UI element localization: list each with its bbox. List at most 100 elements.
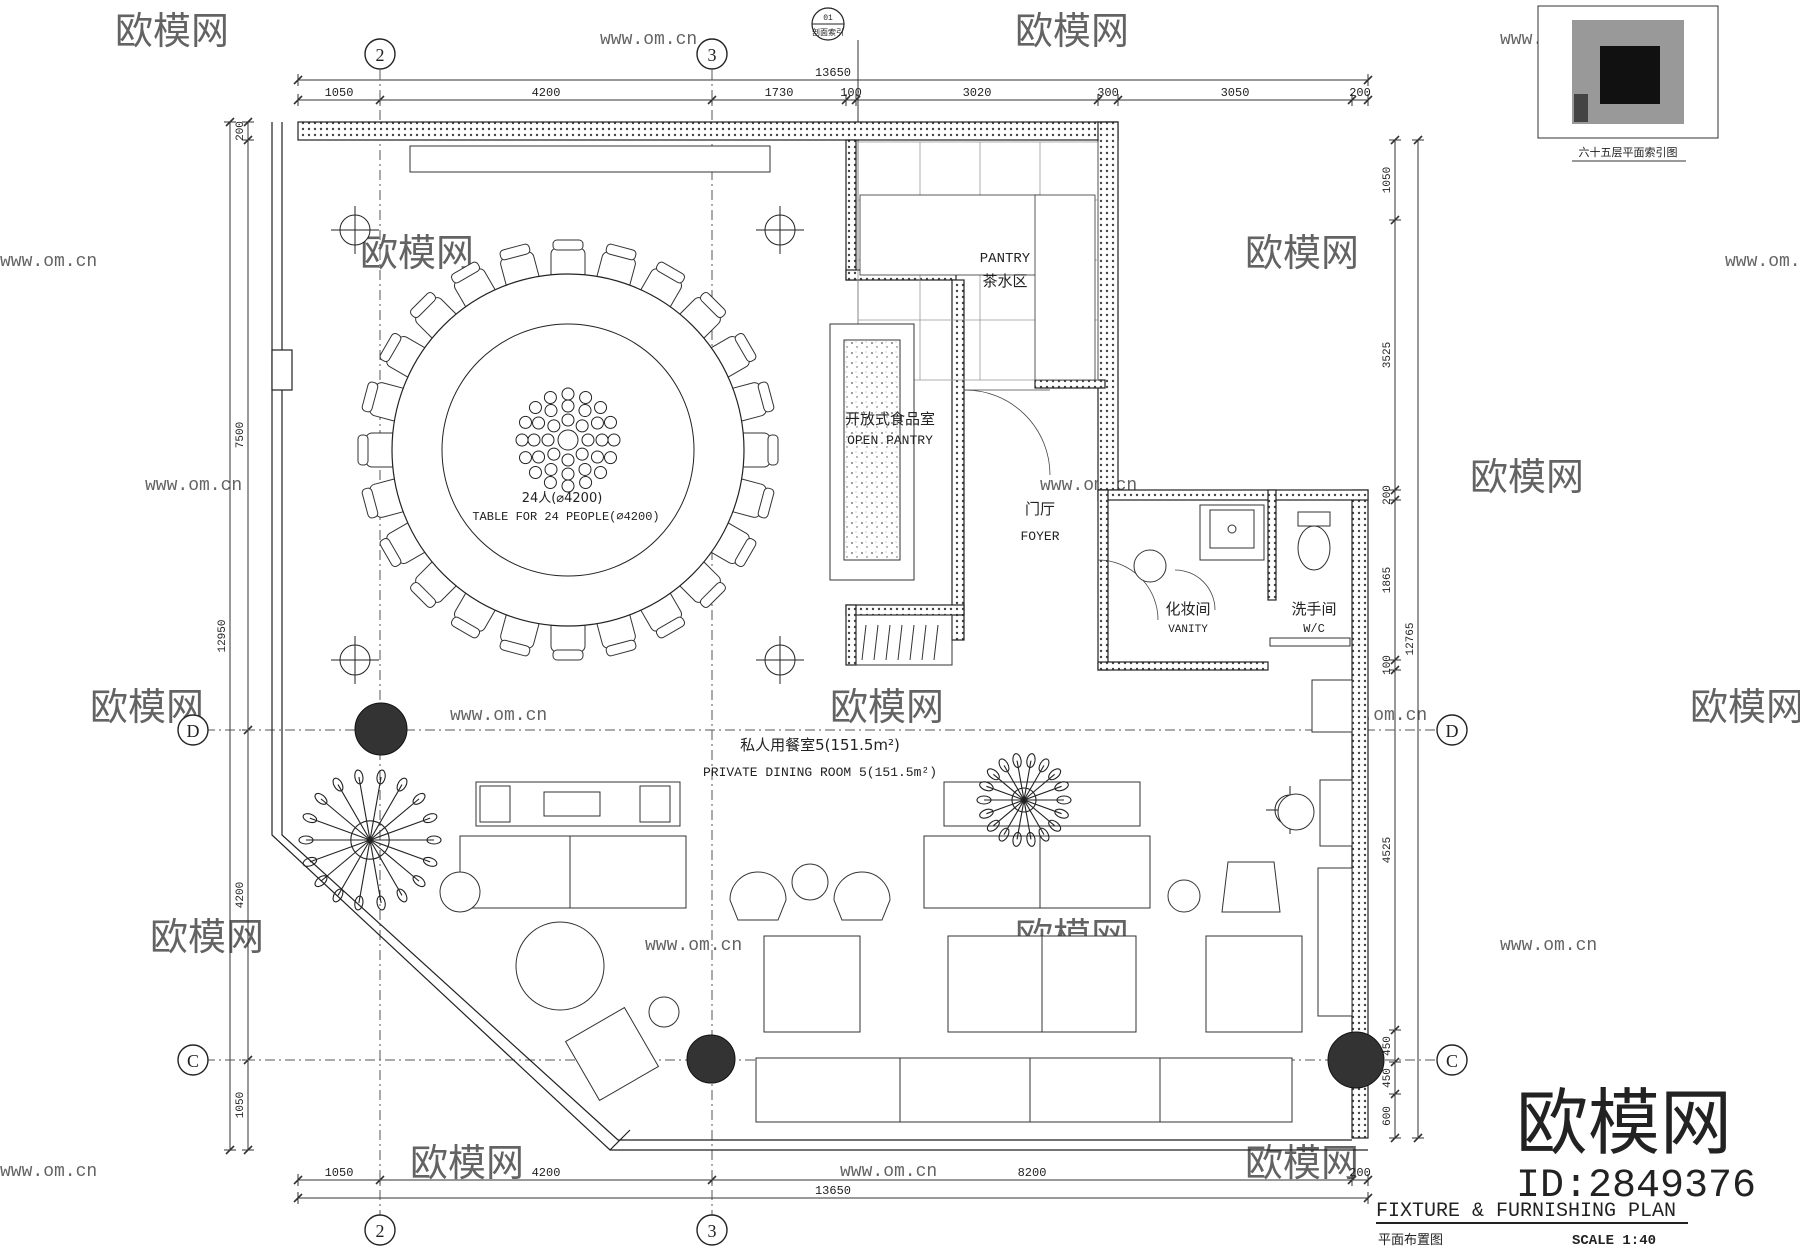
label-vanity-en: VANITY [1168,624,1208,636]
watermark-url: www.om.cn [0,252,97,272]
label-dining-en: PRIVATE DINING ROOM 5(151.5m²) [703,765,937,780]
dim-left-total-label: 12950 [217,619,229,652]
ceiling-light-icon [331,206,379,254]
dim-top-segments-label: 300 [1097,86,1119,100]
label-foyer-en: FOYER [1020,529,1059,544]
dim-top-segments: 1050 4200 1730 100 3020 300 3050 200 [293,86,1373,106]
dim-left-total: 12950 [217,117,236,1155]
title-block: FIXTURE & FURNISHING PLAN 平面布置图 SCALE 1:… [1376,1200,1688,1249]
dim-right-segments-label: 200 [1382,485,1394,505]
open-pantry-counter [829,323,915,581]
grid-label-left-upper: D [187,721,200,741]
grid-label-top-left: 2 [376,45,385,65]
grid-label-top-right: 3 [708,45,717,65]
dim-bottom-total: 13650 [293,1184,1373,1204]
key-plan: 六十五层平面索引图 [1537,5,1719,162]
dim-right-segments-label: 100 [1382,655,1394,675]
dim-right-segments-label: 600 [1382,1106,1394,1126]
dim-left-segments-label: 4200 [235,882,247,908]
label-open-pantry-cn: 开放式食品室 [845,410,935,428]
brand-logo-text: 欧模网 [1516,1081,1732,1165]
exterior-walls [271,121,1369,1151]
drawing-title-en: FIXTURE & FURNISHING PLAN [1376,1200,1676,1223]
dim-bottom-segments-label: 200 [1349,1166,1371,1180]
ceiling-light-icon [756,636,804,684]
label-pantry-cn: 茶水区 [982,272,1027,290]
dim-bottom-total-label: 13650 [815,1184,851,1198]
banquet-table [357,239,779,661]
dim-left-segments: 200 7500 4200 1050 [235,117,254,1155]
dim-right-segments-label: 4525 [1382,837,1394,863]
label-table-en: TABLE FOR 24 PEOPLE(⌀4200) [472,510,659,524]
watermark-text: 欧模网 [150,918,264,962]
watermark-url: www.om.cn [840,1162,937,1182]
dim-top-total-label: 13650 [815,66,851,80]
dim-right-segments-label: 1865 [1382,567,1394,593]
drawing-title-cn: 平面布置图 [1378,1233,1443,1248]
dim-top-segments-label: 1730 [765,86,794,100]
grid-label-left-lower: C [187,1051,199,1071]
watermark-url: www.om.cn [1500,936,1597,956]
watermark-text: 欧模网 [1470,458,1584,502]
watermark-text: 欧模网 [360,234,474,278]
grid-label-right-upper: D [1446,721,1459,741]
grid-label-right-lower: C [1446,1051,1458,1071]
plant-icon [976,753,1072,847]
ceiling-light-icon [331,636,379,684]
dim-right-total: 12765 [1405,135,1424,1143]
dim-top-segments-label: 100 [840,86,862,100]
dim-top-segments-label: 1050 [325,86,354,100]
dim-bottom-segments: 1050 4200 8200 200 [293,1166,1373,1186]
washroom-fixtures [1133,504,1351,647]
dim-bottom-segments-label: 8200 [1018,1166,1047,1180]
watermark-text: 欧模网 [115,12,229,56]
dim-bottom-segments-label: 1050 [325,1166,354,1180]
dimension-lines: 1050 4200 1730 100 3020 300 3050 200 13650 1050 42… [217,66,1424,1204]
watermark-text: 欧模网 [410,1144,524,1188]
grid-label-bottom-left: 2 [376,1221,385,1241]
door-swings [963,389,1216,621]
dim-right-segments-label: 3525 [1382,342,1394,368]
dim-left-segments-label: 200 [235,121,247,141]
dim-right-segments-label: 450 [1382,1036,1394,1056]
grid-bubbles [177,38,1468,1246]
brand-id-text: ID:2849376 [1516,1164,1756,1209]
dim-top-segments-label: 200 [1349,86,1371,100]
dim-left-segments-label: 1050 [235,1092,247,1118]
sideboard [409,145,771,173]
plant-icon [298,769,442,911]
watermark-text: 欧模网 [1245,1144,1359,1188]
watermark-url: www.om.cn [145,476,242,496]
label-open-pantry-en: OPEN PANTRY [847,433,933,448]
ceiling-light-icon [756,206,804,254]
label-vanity-cn: 化妆间 [1165,600,1210,618]
dim-top-segments-label: 3020 [963,86,992,100]
section-mark-number: 01 [823,14,833,23]
dim-left-segments-label: 7500 [235,422,247,448]
label-pantry-en: PANTRY [980,251,1031,267]
key-plan-caption: 六十五层平面索引图 [1579,145,1678,159]
label-wc-en: W/C [1303,622,1325,636]
watermark-text: 欧模网 [1245,234,1359,278]
dim-right-segments: 1050 3525 200 1865 100 4525 450 450 600 [1382,135,1401,1143]
watermark-url: www.om.cn [600,30,697,50]
label-dining-cn: 私人用餐室5(151.5m²) [740,736,900,754]
columns [354,702,1385,1089]
dim-bottom-segments-label: 4200 [532,1166,561,1180]
dim-top-segments-label: 3050 [1221,86,1250,100]
dim-right-segments-label: 1050 [1382,167,1394,193]
watermark-text: 欧模网 [1015,12,1129,56]
potted-plants [298,753,1072,911]
watermark-text: 欧模网 [1690,688,1800,732]
label-wc-cn: 洗手间 [1291,600,1336,618]
lounge-furniture [439,679,1353,1123]
drawing-scale: SCALE 1:40 [1572,1233,1656,1249]
dim-top-total: 13650 [293,66,1373,86]
grid-label-bottom-right: 3 [708,1221,717,1241]
dim-top-segments-label: 4200 [532,86,561,100]
section-mark-caption: 剖面索引 [812,27,844,37]
dim-right-segments-label: 450 [1382,1068,1394,1088]
coat-rack [855,614,953,666]
watermark-url: www.om.cn [450,706,547,726]
label-table-cn: 24人(⌀4200) [522,491,603,506]
